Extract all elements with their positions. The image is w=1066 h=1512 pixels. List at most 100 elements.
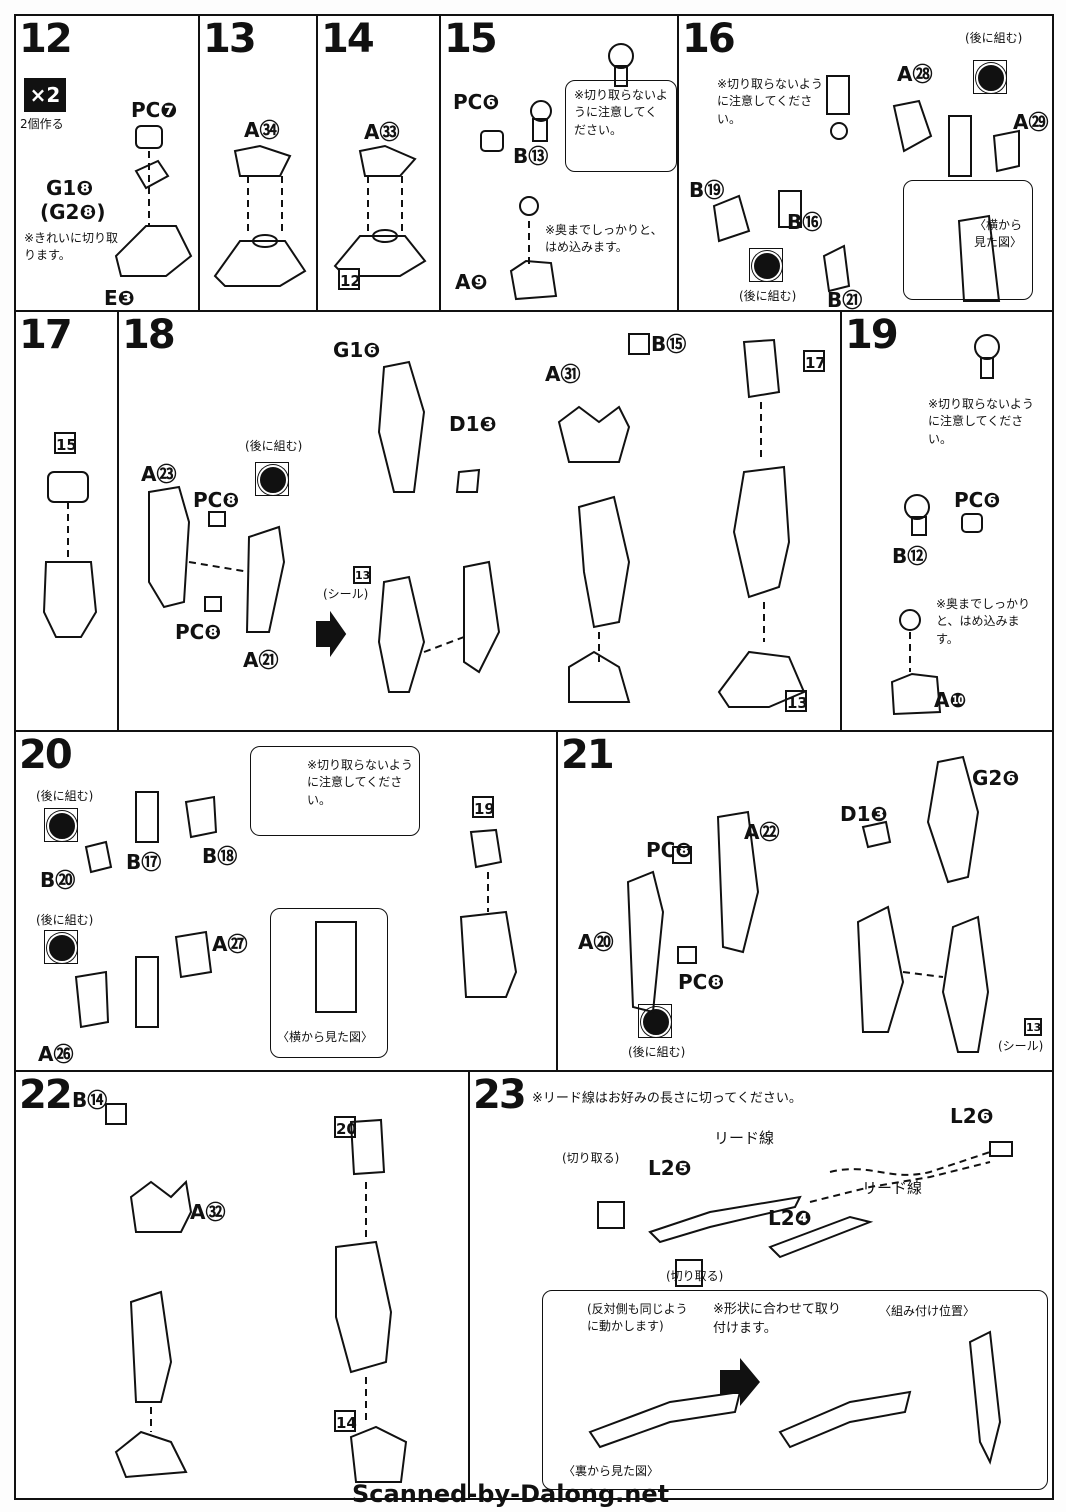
later-dot-icon <box>976 63 1006 93</box>
part-label: G2❻ <box>972 766 1020 790</box>
part-label: B㉑ <box>827 288 863 312</box>
part-label: A㉓ <box>141 462 177 486</box>
later-assembly-icon <box>255 462 289 496</box>
later-dot-icon <box>641 1007 671 1037</box>
later-note: (後に組む) <box>245 439 303 453</box>
warning-text: ※切り取らないように注意してください。 <box>928 397 1034 446</box>
part-label: A㉛ <box>545 362 581 386</box>
part-drawing <box>557 333 650 703</box>
ref-step-badge: 17 <box>803 350 826 372</box>
side-view-box: 〈横から見た図〉 <box>903 180 1033 300</box>
part-label: G1❻ <box>333 338 381 362</box>
insert-note: ※奥までしっかりと、はめ込みます。 <box>936 597 1031 646</box>
later-dot-icon <box>47 811 77 841</box>
ref-step-badge: 19 <box>472 796 495 818</box>
part-drawing <box>148 485 286 633</box>
part-drawing <box>626 755 990 1053</box>
ref-step-badge: 12 <box>338 268 361 290</box>
part-label: PC❻ <box>954 488 1001 512</box>
step-15-panel: 15 PC❻ B⑬ ※切り取らないように注意してください。 ※奥までしっかりと、… <box>439 14 679 312</box>
later-note: (後に組む) <box>965 31 1023 45</box>
part-label: A❾ <box>455 270 488 294</box>
part-label: B⑱ <box>202 844 238 868</box>
part-label: PC❼ <box>131 98 178 122</box>
later-note: (後に組む) <box>36 789 94 803</box>
step-number: 16 <box>682 16 736 62</box>
later-dot-icon <box>47 933 77 963</box>
step-number: 20 <box>19 732 73 778</box>
lead-wire-label: リード線 <box>714 1129 775 1147</box>
part-label: A㉘ <box>897 62 933 86</box>
part-drawing <box>333 144 427 277</box>
part-label: PC❽ <box>678 970 725 994</box>
part-drawing <box>377 360 501 693</box>
part-label: B⑮ <box>651 332 687 356</box>
warning-bubble: ※切り取らないように注意してください。 <box>565 80 677 172</box>
later-note: (後に組む) <box>36 913 94 927</box>
step-number: 12 <box>19 16 73 62</box>
warning-text: ※切り取らないように注意してください。 <box>307 758 413 807</box>
step-16-panel: 16 ※切り取らないように注意してください。 B⑲ B⑯ B㉑ (後に組む) A… <box>677 14 1054 312</box>
side-view-box: 〈横から見た図〉 <box>270 908 388 1058</box>
cut-note: ※きれいに切り取ります。 <box>24 231 119 263</box>
later-assembly-icon <box>973 60 1007 94</box>
part-label: B⑳ <box>40 868 76 892</box>
part-drawing <box>890 334 1000 716</box>
part-label: A㉑ <box>243 648 279 672</box>
step-23-panel: 23 ※リード線はお好みの長さに切ってください。 L2❻ リード線 リード線 L… <box>468 1070 1054 1500</box>
part-drawing <box>114 125 193 277</box>
position-label: 〈組み付け位置〉 <box>879 1304 976 1318</box>
ref-step-badge: 14 <box>334 1410 357 1432</box>
part-label: PC❽ <box>193 488 240 512</box>
multiplier-note: 2個作る <box>20 117 64 131</box>
part-label: E❸ <box>104 286 135 310</box>
step-14-panel: 14 A㉝ 12 <box>316 14 441 312</box>
part-drawing <box>42 471 98 638</box>
step-19-panel: 19 ※切り取らないように注意してください。 PC❻ B⑫ ※奥までしっかりと、… <box>840 310 1054 732</box>
part-label: B⑭ <box>72 1088 108 1112</box>
lead-wire-note: ※リード線はお好みの長さに切ってください。 <box>532 1091 802 1106</box>
step-number: 13 <box>203 16 257 62</box>
part-label: PC❻ <box>453 90 500 114</box>
part-label: B⑲ <box>689 178 725 202</box>
scan-credit: Scanned-by-Dalong.net <box>352 1480 670 1508</box>
part-drawing <box>74 791 518 1029</box>
later-assembly-icon <box>638 1004 672 1038</box>
warning-text: ※切り取らないように注意してください。 <box>717 77 823 126</box>
part-drawing <box>105 1103 408 1483</box>
part-label: A㉖ <box>38 1042 74 1066</box>
later-assembly-icon <box>749 248 783 282</box>
sticker-ref-badge: 13 <box>353 566 371 584</box>
warning-text: ※切り取らないように注意してください。 <box>574 88 668 137</box>
warning-bubble: ※切り取らないように注意してください。 <box>250 746 420 836</box>
insert-note: ※奥までしっかりと、はめ込みます。 <box>545 223 663 255</box>
step-number: 17 <box>19 312 73 358</box>
part-label: PC❽ <box>646 838 693 862</box>
part-drawing <box>588 1141 1013 1465</box>
side-view-label: 〈横から見た図〉 <box>974 218 1023 250</box>
side-view-label: 〈横から見た図〉 <box>277 1030 374 1044</box>
part-label: PC❽ <box>175 620 222 644</box>
part-label: L2❹ <box>768 1206 812 1230</box>
detail-box: (反対側も同じように動かします) ※形状に合わせて取り付けます。 〈組み付け位置… <box>542 1290 1048 1490</box>
cut-note: (切り取る) <box>666 1269 724 1283</box>
step-21-panel: 21 A㉒ PC❽ A⑳ PC❽ (後に組む) G2❻ D1❸ 13 (シール) <box>556 730 1054 1072</box>
part-label: B⑯ <box>787 210 823 234</box>
shape-note: ※形状に合わせて取り付けます。 <box>713 1302 841 1336</box>
later-dot-icon <box>258 465 288 495</box>
part-label: D1❸ <box>840 802 888 826</box>
part-drawing <box>717 338 806 708</box>
arrow-icon <box>316 610 347 658</box>
step-number: 22 <box>19 1072 73 1118</box>
back-view-label: 〈裏から見た図〉 <box>563 1464 660 1478</box>
step-number: 21 <box>561 732 615 778</box>
multiplier-badge: ×2 <box>24 78 66 112</box>
part-label: D1❸ <box>449 412 497 436</box>
step-20-panel: 20 (後に組む) B⑳ B⑰ B⑱ ※切り取らないように注意してください。 (… <box>14 730 558 1072</box>
part-drawing <box>213 144 307 287</box>
sticker-note: (シール) <box>323 587 369 601</box>
later-note: (後に組む) <box>739 289 797 303</box>
sticker-note: (シール) <box>998 1039 1044 1053</box>
part-drawing <box>480 43 634 301</box>
